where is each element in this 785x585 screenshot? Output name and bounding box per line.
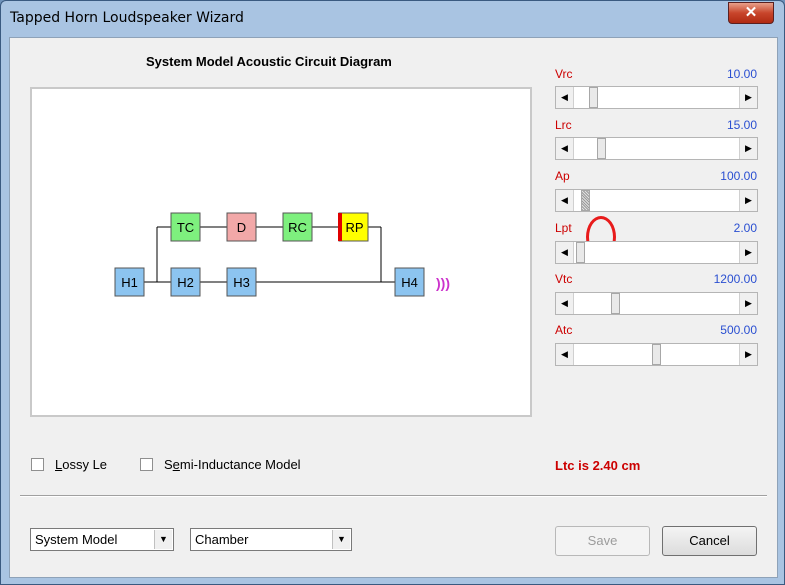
node-rp: RP bbox=[338, 212, 369, 242]
scroll-left-arrow-icon[interactable]: ◀ bbox=[556, 87, 574, 108]
scroll-left-arrow-icon[interactable]: ◀ bbox=[556, 242, 574, 263]
slider-ap-scrollbar[interactable]: ◀ ▶ bbox=[555, 189, 758, 212]
node-d: D bbox=[226, 212, 257, 242]
scroll-right-arrow-icon[interactable]: ▶ bbox=[739, 190, 757, 211]
node-h3-label: H3 bbox=[233, 275, 250, 290]
slider-atc-label: Atc bbox=[555, 323, 573, 337]
scroll-thumb[interactable] bbox=[588, 87, 598, 108]
lossy-le-checkbox[interactable] bbox=[31, 458, 44, 471]
scroll-left-arrow-icon[interactable]: ◀ bbox=[556, 344, 574, 365]
scroll-thumb[interactable] bbox=[580, 190, 590, 211]
scroll-right-arrow-icon[interactable]: ▶ bbox=[739, 344, 757, 365]
cancel-button-label: Cancel bbox=[689, 533, 730, 548]
scroll-right-arrow-icon[interactable]: ▶ bbox=[739, 87, 757, 108]
sound-waves-icon: ))) bbox=[436, 275, 450, 291]
node-rc-label: RC bbox=[288, 220, 307, 235]
scroll-thumb[interactable] bbox=[610, 293, 620, 314]
semi-inductance-label[interactable]: Semi-Inductance Model bbox=[164, 457, 301, 472]
cancel-button[interactable]: Cancel bbox=[662, 526, 757, 556]
slider-atc-value: 500.00 bbox=[720, 323, 757, 337]
model-select[interactable]: System Model ▼ bbox=[30, 528, 174, 551]
save-button-label: Save bbox=[587, 533, 618, 548]
chamber-select[interactable]: Chamber ▼ bbox=[190, 528, 352, 551]
circuit-diagram-canvas: TC D RC RP bbox=[114, 212, 450, 297]
rp-marker-bar bbox=[338, 213, 342, 241]
scroll-right-arrow-icon[interactable]: ▶ bbox=[739, 242, 757, 263]
slider-ap-value: 100.00 bbox=[720, 169, 757, 183]
slider-vtc-scrollbar[interactable]: ◀ ▶ bbox=[555, 292, 758, 315]
slider-lrc-value: 15.00 bbox=[726, 118, 757, 132]
node-h4-label: H4 bbox=[401, 275, 418, 290]
scroll-right-arrow-icon[interactable]: ▶ bbox=[739, 138, 757, 159]
slider-lpt-label: Lpt bbox=[555, 221, 572, 235]
slider-lrc-label: Lrc bbox=[555, 118, 572, 132]
node-h4: H4 bbox=[394, 267, 425, 297]
semi-inductance-checkbox[interactable] bbox=[140, 458, 153, 471]
lossy-le-label-text: ossy Le bbox=[62, 457, 108, 472]
diagram-title: System Model Acoustic Circuit Diagram bbox=[146, 54, 392, 69]
node-tc: TC bbox=[170, 212, 201, 242]
node-h1-label: H1 bbox=[121, 275, 138, 290]
slider-lpt-scrollbar[interactable]: ◀ ▶ bbox=[555, 241, 758, 264]
slider-vrc-label: Vrc bbox=[555, 67, 573, 81]
model-select-value: System Model bbox=[35, 532, 118, 547]
chevron-down-icon[interactable]: ▼ bbox=[332, 530, 350, 549]
slider-lpt-value: 2.00 bbox=[733, 221, 757, 235]
window-title: Tapped Horn Loudspeaker Wizard bbox=[10, 10, 244, 26]
scroll-thumb[interactable] bbox=[596, 138, 606, 159]
chevron-down-icon[interactable]: ▼ bbox=[154, 530, 172, 549]
separator bbox=[20, 495, 767, 497]
slider-vrc-scrollbar[interactable]: ◀ ▶ bbox=[555, 86, 758, 109]
slider-vtc-label: Vtc bbox=[555, 272, 573, 286]
scroll-thumb[interactable] bbox=[576, 242, 586, 263]
node-rp-label: RP bbox=[345, 220, 363, 235]
node-h3: H3 bbox=[226, 267, 257, 297]
semi-inductance-mnemonic: e bbox=[172, 457, 180, 472]
status-text: Ltc is 2.40 cm bbox=[555, 458, 641, 473]
circuit-diagram: TC D RC RP bbox=[30, 87, 532, 417]
lossy-le-label[interactable]: Lossy Le bbox=[55, 457, 107, 472]
scroll-left-arrow-icon[interactable]: ◀ bbox=[556, 190, 574, 211]
dialog-client-area: System Model Acoustic Circuit Diagram bbox=[9, 37, 778, 578]
slider-atc-scrollbar[interactable]: ◀ ▶ bbox=[555, 343, 758, 366]
close-icon: ✕ bbox=[744, 4, 758, 21]
scroll-left-arrow-icon[interactable]: ◀ bbox=[556, 138, 574, 159]
scroll-left-arrow-icon[interactable]: ◀ bbox=[556, 293, 574, 314]
lossy-le-mnemonic: L bbox=[55, 457, 63, 472]
chamber-select-value: Chamber bbox=[195, 532, 249, 547]
slider-ap-label: Ap bbox=[555, 169, 570, 183]
title-bar: Tapped Horn Loudspeaker Wizard ✕ bbox=[1, 1, 784, 37]
node-d-label: D bbox=[237, 220, 246, 235]
node-tc-label: TC bbox=[177, 220, 194, 235]
scroll-thumb[interactable] bbox=[652, 344, 661, 365]
semi-inductance-label-start: S bbox=[164, 457, 173, 472]
node-h2: H2 bbox=[170, 267, 201, 297]
slider-lrc-scrollbar[interactable]: ◀ ▶ bbox=[555, 137, 758, 160]
scroll-right-arrow-icon[interactable]: ▶ bbox=[739, 293, 757, 314]
slider-vrc-value: 10.00 bbox=[726, 67, 757, 81]
slider-vtc-value: 1200.00 bbox=[713, 272, 757, 286]
node-h2-label: H2 bbox=[177, 275, 194, 290]
save-button[interactable]: Save bbox=[555, 526, 650, 556]
node-rc: RC bbox=[282, 212, 313, 242]
semi-inductance-label-text: mi-Inductance Model bbox=[179, 457, 301, 472]
close-button[interactable]: ✕ bbox=[728, 2, 774, 24]
node-h1: H1 bbox=[114, 267, 145, 297]
